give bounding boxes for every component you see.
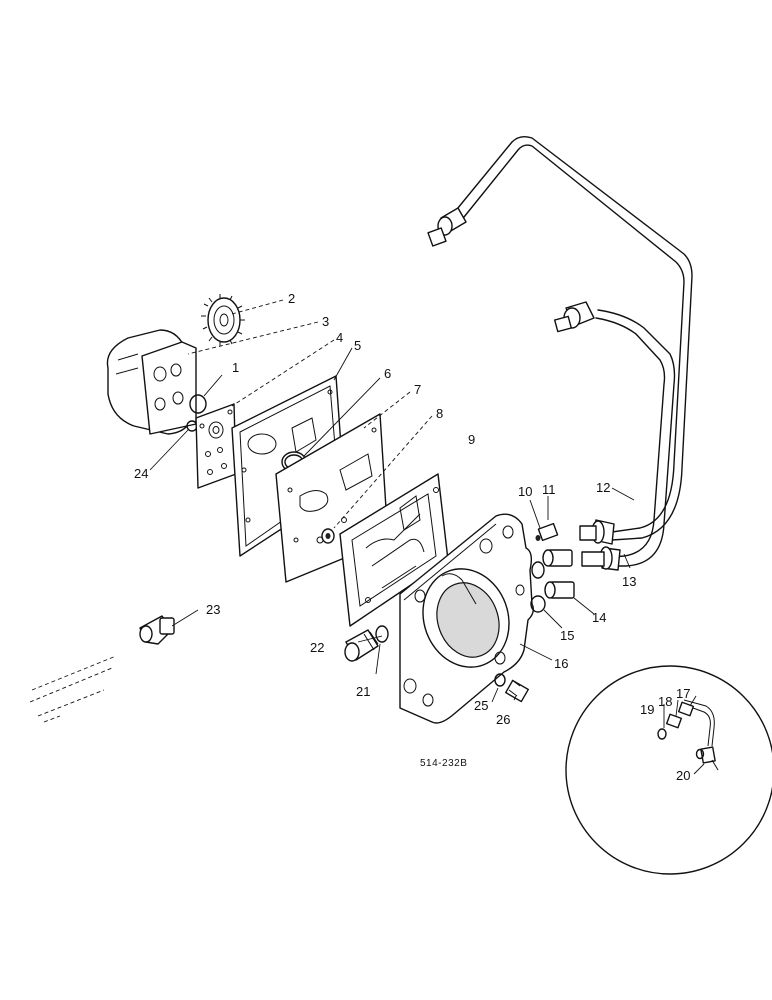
drawing-reference-code: 514-232B [420,758,467,769]
o-ring-1 [189,394,207,414]
o-ring-upper [531,561,545,579]
seal-8-center [325,533,331,539]
callout-24: 24 [134,466,148,481]
callout-12: 12 [596,480,610,495]
pump-housing [106,329,197,435]
callout-15: 15 [560,628,574,643]
callout-5: 5 [354,338,361,353]
callout-4: 4 [336,330,343,345]
union-fitting-upper [542,549,573,567]
cover-plate [195,403,237,489]
callout-14: 14 [592,610,606,625]
callout-labels: 1 2 3 4 5 6 7 8 9 10 11 12 13 14 15 16 1… [134,291,690,783]
callout-26: 26 [496,712,510,727]
callout-1: 1 [232,360,239,375]
callout-22: 22 [310,640,324,655]
inset-detail [565,665,772,875]
callout-3: 3 [322,314,329,329]
callout-20: 20 [676,768,690,783]
callout-19: 19 [640,702,654,717]
callout-2: 2 [288,291,295,306]
pipe-end-fitting-upper [427,207,467,247]
callout-11: 11 [542,482,556,497]
hydraulic-pipes [427,135,693,571]
adapter-26 [505,679,529,703]
pipe-union-12 [579,519,615,545]
callout-13: 13 [622,574,636,589]
callout-7: 7 [414,382,421,397]
callout-18: 18 [658,694,672,709]
callout-8: 8 [436,406,443,421]
inset-detail-circle [565,665,772,875]
plug-22 [344,629,379,662]
elbow-fitting-23 [139,615,175,645]
gear [201,294,245,346]
fitting-11 [535,522,559,542]
main-valve-body [399,513,535,724]
callout-16: 16 [554,656,568,671]
leader-lines [149,299,705,775]
seal-8 [321,528,335,544]
callout-23: 23 [206,602,220,617]
callout-25: 25 [474,698,488,713]
pipe-end-fitting-middle [553,301,595,333]
callout-10: 10 [518,484,532,499]
union-fitting-14 [544,581,575,599]
callout-9: 9 [468,432,475,447]
callout-17: 17 [676,686,690,701]
o-ring-15 [530,595,546,613]
o-ring-25 [494,673,506,687]
callout-21: 21 [356,684,370,699]
o-ring-21 [375,625,389,643]
pipe-union-13 [581,546,621,571]
callout-6: 6 [384,366,391,381]
reference-dotted-outline [29,655,117,723]
